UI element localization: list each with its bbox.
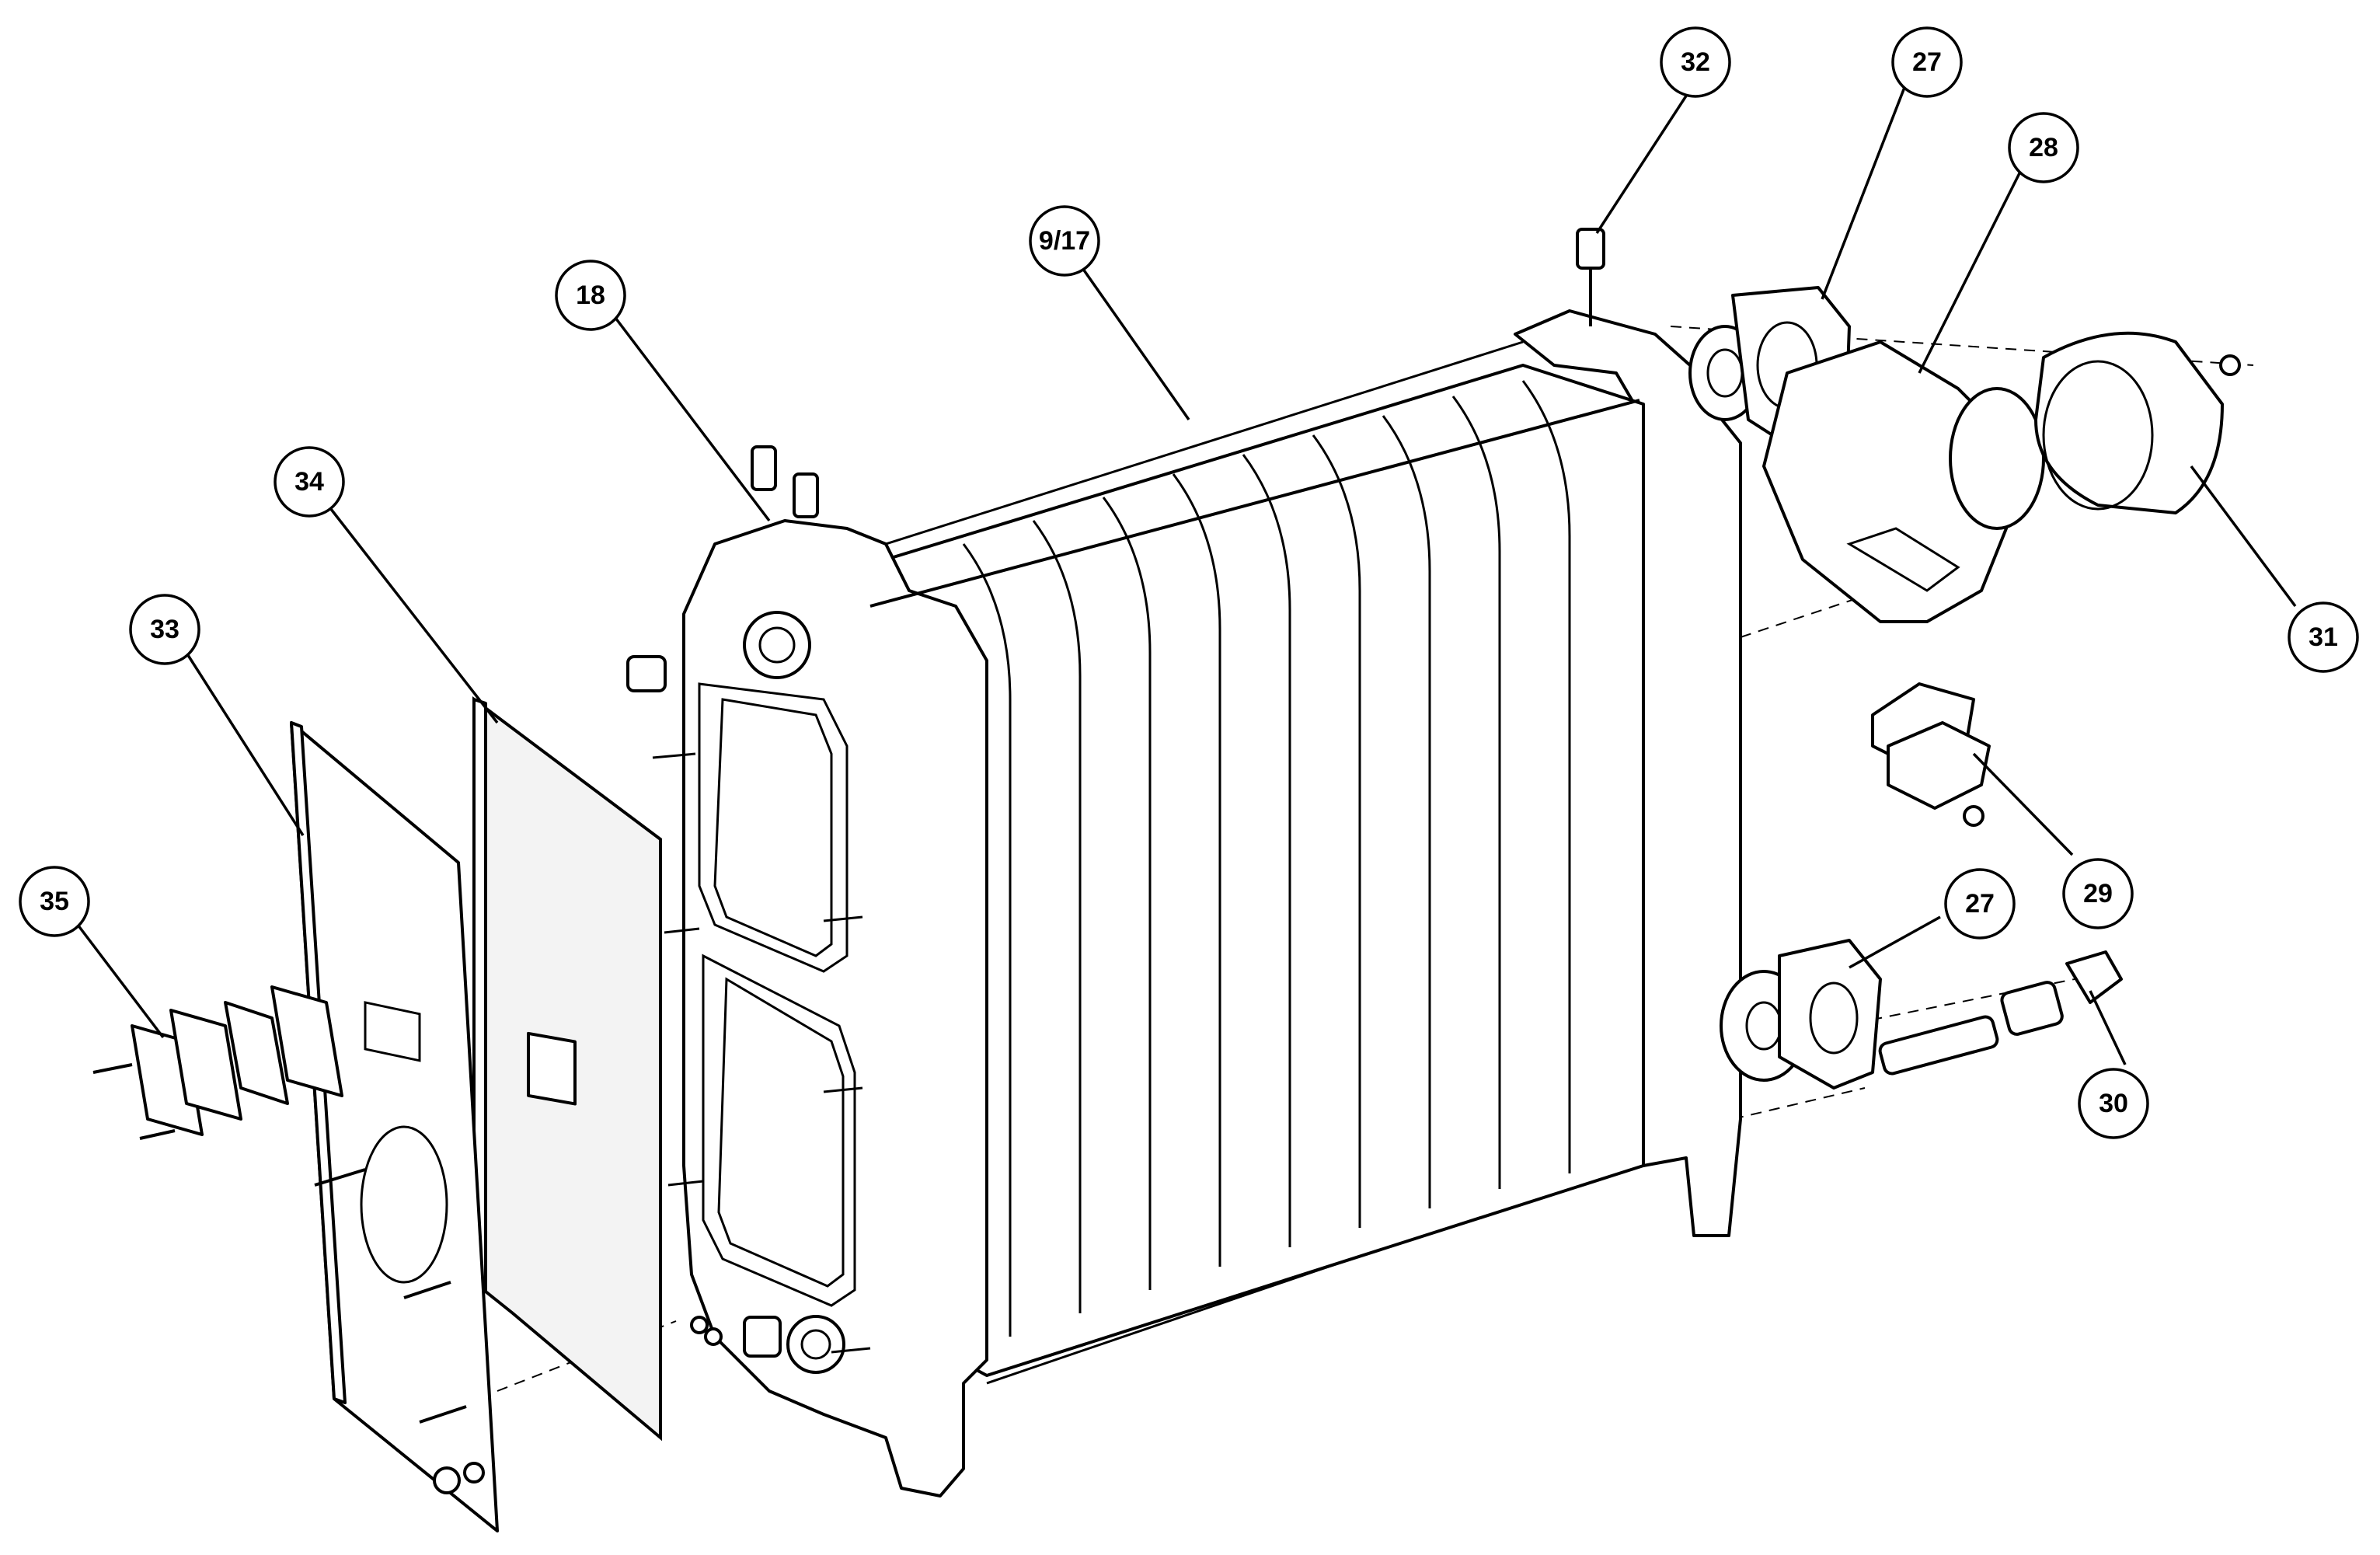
callout-circle — [19, 866, 90, 937]
cover-plate-29 — [1871, 682, 1991, 827]
callout-circle — [1944, 868, 2016, 940]
lower-flange-assembly — [1720, 939, 2123, 1090]
callout-c34: 34 — [274, 446, 345, 518]
callout-circle — [2008, 112, 2079, 183]
callout-c27b: 27 — [1944, 868, 2016, 940]
callout-c30: 30 — [2078, 1068, 2149, 1139]
elbow-outlet — [1949, 387, 2045, 530]
callout-c32: 32 — [1660, 26, 1731, 98]
lower-opening — [702, 954, 856, 1307]
callout-c35: 35 — [19, 866, 90, 937]
burner-opening — [360, 1125, 448, 1284]
boiler-body — [682, 309, 1742, 1497]
callout-circle — [1891, 26, 1963, 98]
sight-glass-35 — [92, 985, 343, 1140]
front-top-port — [743, 611, 811, 679]
insulation-board-34 — [472, 696, 662, 1442]
callout-circle — [1029, 205, 1100, 277]
callout-c27a: 27 — [1891, 26, 1963, 98]
callout-c917: 9/17 — [1029, 205, 1100, 277]
callout-label: 33 — [150, 615, 179, 644]
callout-label: 18 — [576, 281, 605, 310]
callout-circle — [2062, 858, 2134, 929]
callout-c18: 18 — [555, 260, 626, 331]
long-tie-rod — [869, 399, 1640, 608]
callout-label: 9/17 — [1039, 226, 1090, 256]
callout-circle — [1660, 26, 1731, 98]
callout-c33: 33 — [129, 594, 200, 665]
callout-label: 27 — [1965, 889, 1995, 919]
front-plate-33 — [290, 721, 499, 1532]
callout-circle — [2288, 601, 2359, 673]
callout-label: 31 — [2309, 622, 2338, 652]
callout-label: 34 — [294, 467, 324, 497]
rear-section — [1514, 309, 1742, 1237]
side-plug-top — [626, 655, 667, 692]
callout-label: 27 — [1912, 47, 1942, 77]
front-fittings — [626, 445, 871, 1358]
plug-right — [793, 472, 819, 518]
studs — [652, 752, 871, 1354]
callout-label: 32 — [1681, 47, 1710, 77]
callout-circle — [555, 260, 626, 331]
nipple — [1878, 1015, 1999, 1076]
callout-circle — [2078, 1068, 2149, 1139]
callout-circle — [274, 446, 345, 518]
side-plug-bottom — [743, 1316, 782, 1358]
leader-lines — [76, 81, 2297, 1065]
rib-lines — [962, 380, 1571, 1337]
socket — [2000, 981, 2064, 1036]
front-bottom-port — [786, 1315, 845, 1374]
elbow-28 — [1762, 340, 2014, 623]
plug-left — [751, 445, 777, 491]
callout-label: 35 — [40, 887, 69, 916]
ribbed-sections — [884, 364, 1645, 1377]
air-vent — [1576, 228, 1605, 326]
callout-circle — [129, 594, 200, 665]
callout-label: 30 — [2099, 1089, 2128, 1118]
sight-hole — [527, 1031, 577, 1106]
rear-flange-assembly — [1688, 286, 2045, 623]
callout-bubbles: 32 27 28 9/17 18 34 33 31 35 29 27 30 — [19, 26, 2359, 1139]
tie-rod-top-back — [885, 340, 1524, 546]
callout-label: 29 — [2083, 879, 2113, 908]
callout-label: 28 — [2029, 133, 2058, 162]
drain-cock-30 — [2065, 950, 2123, 1004]
flange-27-lower — [1778, 939, 1882, 1090]
upper-opening — [698, 682, 849, 973]
fasteners — [314, 1168, 485, 1494]
front-section — [682, 519, 988, 1497]
callout-c31: 31 — [2288, 601, 2359, 673]
callout-c29: 29 — [2062, 858, 2134, 929]
sleeve-31 — [2034, 331, 2241, 514]
callout-c28: 28 — [2008, 112, 2079, 183]
